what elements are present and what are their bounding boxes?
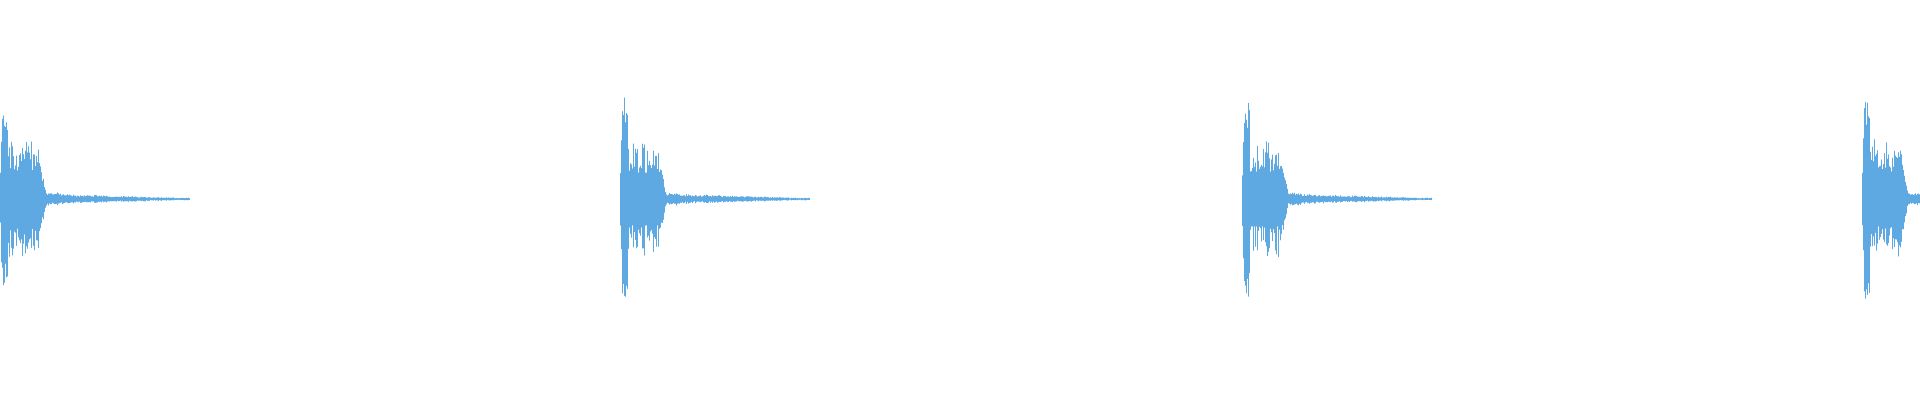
waveform-transient: [620, 97, 810, 297]
waveform-core: [622, 172, 660, 226]
waveform-core: [1244, 171, 1282, 227]
waveform-core: [2, 170, 40, 228]
waveform-core: [1864, 171, 1902, 227]
waveform-transient: [1242, 103, 1432, 297]
waveform-transient: [1862, 101, 1920, 299]
waveform-transient: [0, 115, 190, 286]
